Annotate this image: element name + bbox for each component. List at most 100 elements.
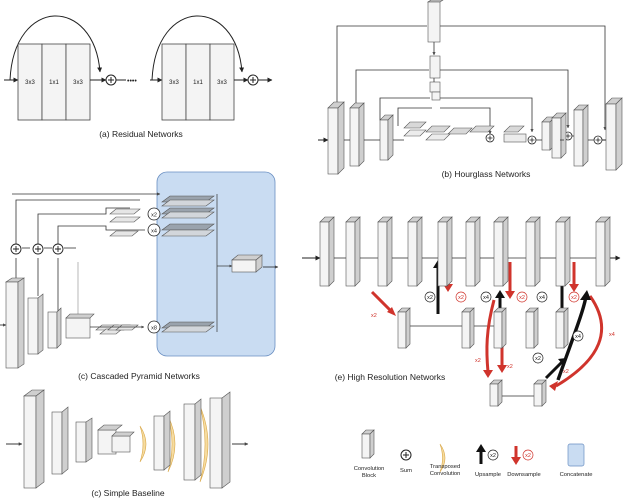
refine-net (95, 208, 141, 335)
arrow-head (569, 284, 579, 292)
skip-line (440, 107, 492, 135)
legend-item-downsample: x2 Downsample (507, 446, 541, 478)
plus-sign (250, 77, 256, 83)
upsample-node (424, 291, 436, 303)
downsample-node (455, 291, 467, 303)
block-front (327, 107, 339, 175)
scale-label: x2 (519, 295, 525, 301)
scale-label: x2 (371, 313, 377, 319)
feature-line (15, 199, 140, 245)
block-side (221, 391, 231, 489)
flat-block (109, 230, 139, 237)
hourglass-bottom-row (403, 121, 527, 143)
feature-slab (161, 199, 215, 207)
block-label: 3x3 (169, 80, 179, 86)
conv-block (551, 112, 567, 159)
block-side (61, 406, 69, 475)
scale-node (487, 449, 499, 461)
scale-label: x2 (535, 356, 541, 362)
flat-block (425, 125, 451, 133)
plus-sign (487, 135, 493, 141)
concatenate-icon (567, 443, 585, 467)
block-side (416, 216, 423, 287)
conv-block (209, 397, 223, 489)
conv-block (65, 317, 91, 339)
skip-line (336, 25, 427, 108)
convolution-block-icon (361, 433, 371, 459)
baseline-decoder (139, 391, 231, 489)
transposed-conv-icon (199, 405, 209, 483)
plus-sign (108, 77, 114, 83)
block-side (337, 101, 345, 175)
scale-label: x2 (563, 369, 569, 375)
legend-label: Sum (400, 468, 412, 474)
block-front (525, 311, 535, 349)
cpn-output-block (231, 254, 263, 273)
skip-line (440, 97, 534, 133)
skip-line (440, 69, 570, 129)
block-front (493, 221, 504, 287)
plus-sign (565, 133, 571, 139)
downsample-arrow (485, 299, 496, 373)
scale-label: x4 (539, 295, 545, 301)
block-front (407, 221, 418, 287)
block-label: 3x3 (73, 80, 83, 86)
conv-block (465, 216, 481, 287)
block-front (489, 383, 499, 407)
residual-block (41, 43, 67, 121)
flat-block (503, 125, 525, 133)
baseline-encoder (23, 389, 135, 489)
caption-hourglass: (b) Hourglass Networks (442, 169, 531, 179)
block-front (493, 311, 503, 349)
skip-line (355, 69, 429, 108)
conv-block (407, 216, 423, 287)
conv-block (493, 307, 507, 349)
arrow-head (549, 381, 558, 391)
high-resolution-networks-panel: x2 x2 x2 x4 x2 x4 x2 x2 x2 x2 x4 x2 x4 x… (302, 216, 621, 407)
block-side (533, 307, 539, 349)
arrow-head (483, 370, 493, 378)
plus-sign (13, 246, 19, 252)
upsample-node (480, 291, 492, 303)
block-front (605, 103, 617, 171)
conv-block (379, 114, 394, 161)
block-label: 1x1 (193, 80, 203, 86)
legend-item-concatenate: Concatenate (560, 443, 592, 478)
conv-block (555, 216, 571, 287)
block-side (358, 102, 365, 167)
conv-block (429, 81, 441, 93)
transposed-conv-icon (139, 425, 147, 463)
conv-block (489, 379, 503, 407)
conv-block (377, 216, 393, 287)
legend-label: Downsample (507, 472, 541, 478)
block-side (354, 216, 361, 287)
arrow-head (505, 291, 515, 299)
feature-slab (161, 211, 215, 219)
scale-label: x2 (507, 364, 513, 370)
block-side (328, 216, 335, 287)
block-side (497, 379, 503, 407)
hrnet-low-branch (489, 379, 547, 407)
residual-block (185, 43, 211, 121)
block-side (474, 216, 481, 287)
block-side (560, 112, 567, 159)
legend-item-sum: Sum (400, 449, 412, 474)
upsample-arrow-icon (476, 444, 486, 452)
feature-line (37, 207, 130, 245)
block-front (551, 117, 562, 159)
flat-block (403, 129, 427, 137)
block-side (541, 379, 547, 407)
legend-scale: x2 (525, 453, 531, 459)
scale-label: x2 (427, 295, 433, 301)
block-front (397, 311, 407, 349)
flat-block (109, 216, 141, 223)
legend-item-convolution-block: Convolution Block (354, 429, 384, 479)
skip-line (379, 97, 430, 120)
conv-block (5, 281, 19, 369)
arrow-head (495, 290, 505, 298)
block-side (534, 216, 541, 287)
plus-sign (55, 246, 61, 252)
legend: Convolution Block Sum Transposed Convolu… (354, 429, 592, 479)
conv-block (183, 403, 196, 481)
